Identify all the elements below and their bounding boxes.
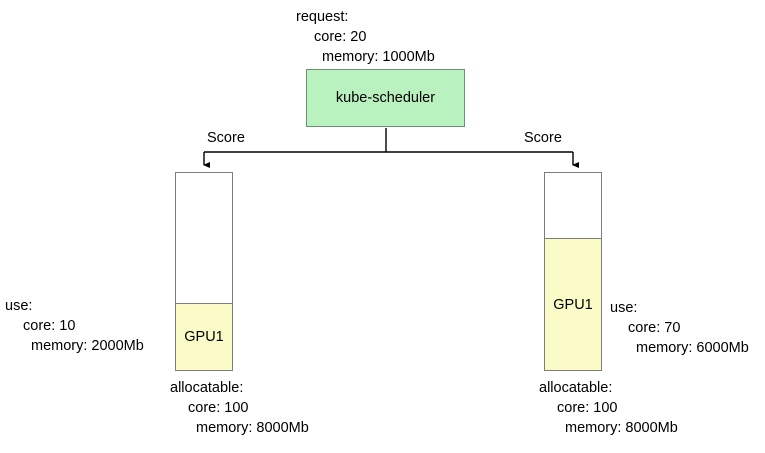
node-bar-left[interactable]: GPU1 <box>175 172 233 371</box>
right-use-core: core: 70 <box>628 320 681 336</box>
node-right-gpu-label: GPU1 <box>553 296 593 313</box>
right-node-use-block: use: core: 70 memory: 6000Mb <box>610 298 749 358</box>
request-core: core: 20 <box>314 29 367 45</box>
left-alloc-heading: allocatable: <box>170 380 244 396</box>
left-use-core: core: 10 <box>23 318 76 334</box>
left-alloc-core: core: 100 <box>188 400 249 416</box>
node-bar-right[interactable]: GPU1 <box>544 172 602 371</box>
left-alloc-memory: memory: 8000Mb <box>196 420 309 436</box>
request-spec-block: request: core: 20 memory: 1000Mb <box>296 7 435 67</box>
kube-scheduler-box[interactable]: kube-scheduler <box>306 69 465 127</box>
request-heading: request: <box>296 9 349 25</box>
right-alloc-heading: allocatable: <box>539 380 613 396</box>
node-used-left: GPU1 <box>176 303 232 370</box>
right-alloc-core: core: 100 <box>557 400 618 416</box>
request-memory: memory: 1000Mb <box>322 49 435 65</box>
left-use-memory: memory: 2000Mb <box>31 338 144 354</box>
left-use-heading: use: <box>5 298 33 314</box>
right-use-memory: memory: 6000Mb <box>636 340 749 356</box>
kube-scheduler-label: kube-scheduler <box>335 90 436 106</box>
score-label-right: Score <box>524 130 562 146</box>
left-node-use-block: use: core: 10 memory: 2000Mb <box>5 296 144 356</box>
right-alloc-memory: memory: 8000Mb <box>565 420 678 436</box>
left-node-allocatable-block: allocatable: core: 100 memory: 8000Mb <box>170 378 309 438</box>
node-used-right: GPU1 <box>545 238 601 370</box>
right-node-allocatable-block: allocatable: core: 100 memory: 8000Mb <box>539 378 678 438</box>
node-left-gpu-label: GPU1 <box>184 329 224 346</box>
right-use-heading: use: <box>610 300 638 316</box>
score-label-left: Score <box>207 130 245 146</box>
